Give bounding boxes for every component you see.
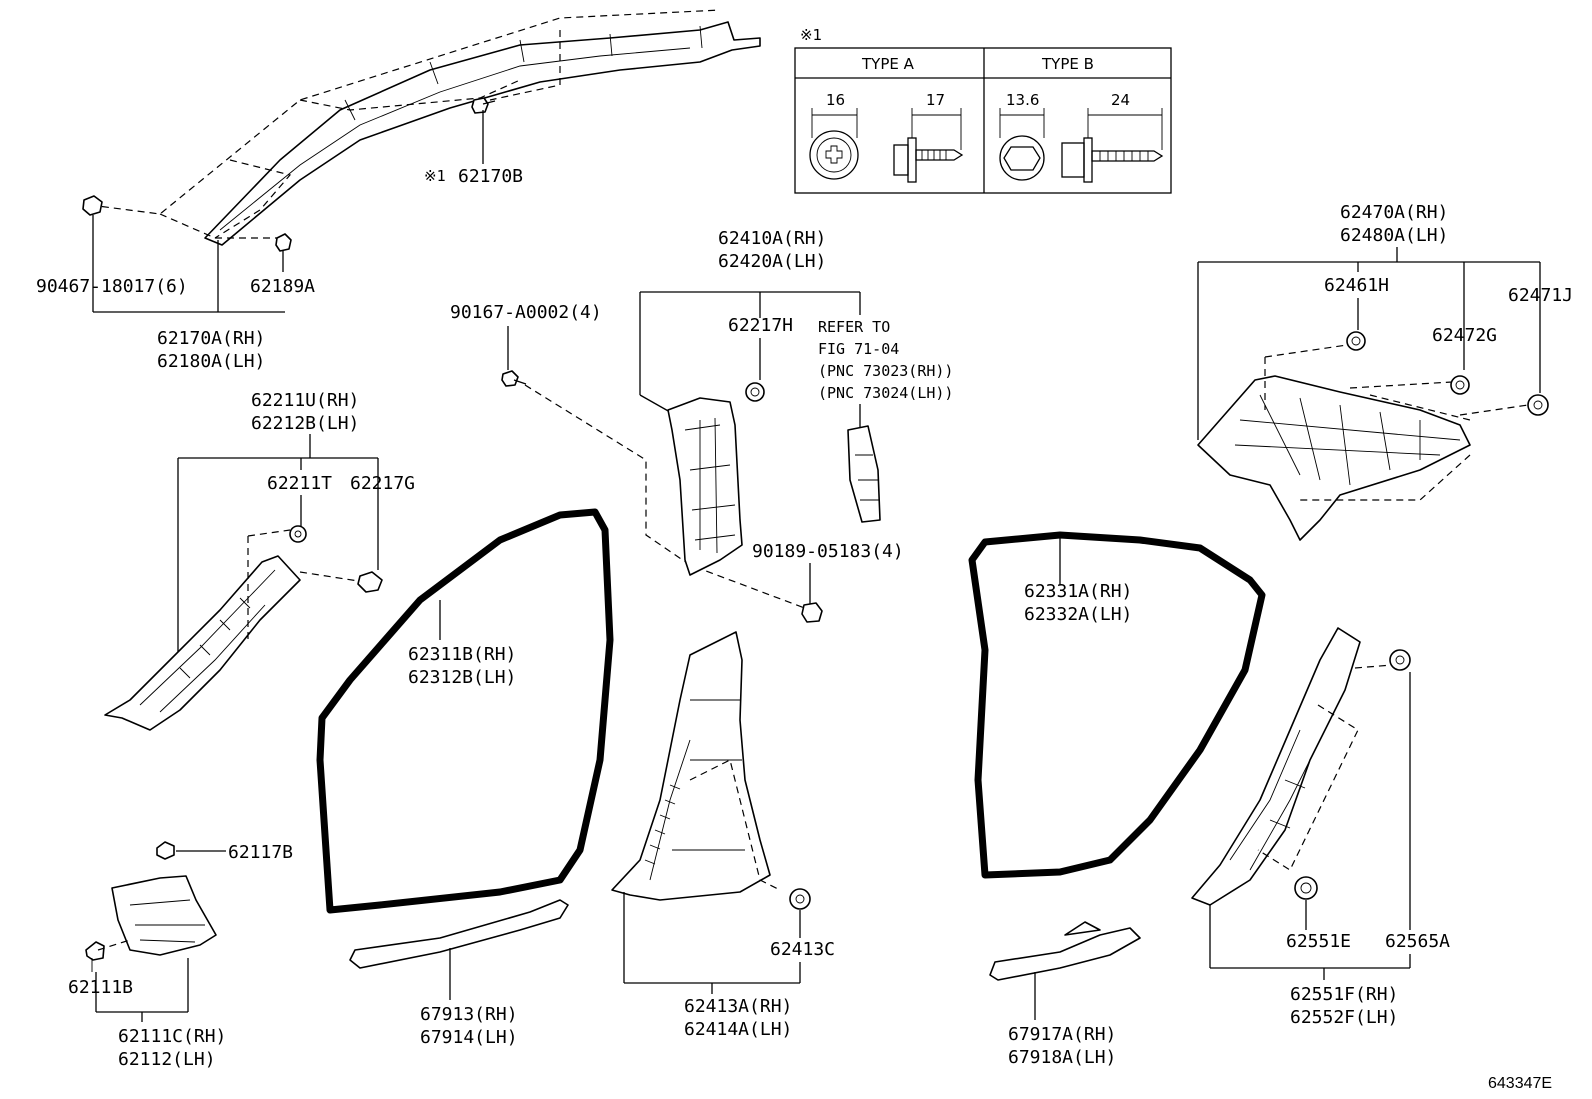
label-62410A-RH: 62410A(RH) [718,228,826,249]
label-62414A-LH: 62414A(LH) [684,1019,792,1040]
label-62217G: 62217G [350,473,415,494]
label-90167-A0002: 90167-A0002(4) [450,302,602,323]
type-a-header: TYPE A [861,55,915,73]
rear-door-scuff-plate [989,921,1141,981]
clip-90467-icon [82,195,103,216]
clip-62461H-icon [1346,331,1366,351]
quarter-pillar-garnish [1191,627,1361,906]
clip-62472G-icon [1450,375,1470,395]
label-62472G: 62472G [1432,325,1497,346]
label-62551F-RH: 62551F(RH) [1290,984,1398,1005]
type-b-bolt-head-icon [999,108,1045,181]
label-62480A-LH: 62480A(LH) [1340,225,1448,246]
label-62311B-RH: 62311B(RH) [408,644,516,665]
clip-62117B-icon [156,841,175,860]
clip-62111B-icon [85,941,105,972]
type-b-head-dimension: 13.6 [1006,91,1039,109]
label-67913-RH: 67913(RH) [420,1004,518,1025]
label-62413C: 62413C [770,939,835,960]
label-62212B-LH: 62212B(LH) [251,413,359,434]
clip-62217G-icon [357,571,383,593]
front-door-weatherstrip [316,508,614,914]
clip-62413C-icon [789,888,811,910]
label-62413A-RH: 62413A(RH) [684,996,792,1017]
seat-belt-adjuster-icon [847,425,881,523]
center-pillar-lower-garnish [611,631,771,901]
label-62565A: 62565A [1385,931,1450,952]
label-62111B: 62111B [68,977,133,998]
type-a-head-dimension: 16 [826,91,845,109]
label-62189A: 62189A [250,276,315,297]
label-62332A-LH: 62332A(LH) [1024,604,1132,625]
label-67917A-RH: 67917A(RH) [1008,1024,1116,1045]
label-62111C-RH: 62111C(RH) [118,1026,226,1047]
clip-62189A-icon [275,233,292,252]
label-67914-LH: 67914(LH) [420,1027,518,1048]
label-62170B-mark: ※1 [424,167,446,185]
refer-to-line2: FIG 71-04 [818,340,899,358]
front-door-scuff-plate [349,899,569,969]
type-a-screw-side-icon [893,108,964,183]
bolt-62170B-icon [471,97,496,114]
table-note-mark: ※1 [800,26,822,44]
label-62470A-RH: 62470A(RH) [1340,202,1448,223]
label-62552F-LH: 62552F(LH) [1290,1007,1398,1028]
label-62211T: 62211T [267,473,332,494]
label-62170A-RH: 62170A(RH) [157,328,265,349]
label-62471J: 62471J [1508,285,1573,306]
rear-door-weatherstrip [968,531,1266,879]
illustration-code: 643347E [1488,1075,1552,1092]
refer-to-line4: (PNC 73024(LH)) [818,384,953,402]
clip-90189-icon [801,602,823,623]
clip-62565A-icon [1389,649,1411,671]
refer-to-line3: (PNC 73023(RH)) [818,362,953,380]
label-90467-18017: 90467-18017(6) [36,276,188,297]
label-62170B: 62170B [458,166,523,187]
refer-to-line1: REFER TO [818,318,890,336]
clip-62217H-icon [745,382,765,402]
type-a-length-dimension: 17 [926,91,945,109]
front-pillar-garnish [104,525,383,731]
clip-62471J-icon [1527,394,1549,416]
type-b-header: TYPE B [1041,55,1094,73]
fastener-type-table: ※1 TYPE A TYPE B 16 17 [794,26,1172,194]
clip-62211T-icon [289,525,307,543]
label-62117B: 62117B [228,842,293,863]
roof-side-inner-garnish [1197,375,1471,541]
type-a-screw-head-icon [809,108,859,180]
type-b-length-dimension: 24 [1111,91,1130,109]
label-62211U-RH: 62211U(RH) [251,390,359,411]
label-67918A-LH: 67918A(LH) [1008,1047,1116,1068]
label-62331A-RH: 62331A(RH) [1024,581,1132,602]
label-62461H: 62461H [1324,275,1389,296]
label-62312B-LH: 62312B(LH) [408,667,516,688]
cowl-side-trim [111,875,217,956]
center-pillar-upper-garnish [667,397,743,576]
curtain-airbag-assembly [82,9,761,252]
label-62217H: 62217H [728,315,793,336]
clip-62551E-icon [1294,876,1318,900]
type-b-bolt-side-icon [1061,108,1164,183]
label-62112-LH: 62112(LH) [118,1049,216,1070]
bolt-90167-icon [501,370,527,387]
label-62551E: 62551E [1286,931,1351,952]
label-62180A-LH: 62180A(LH) [157,351,265,372]
label-62420A-LH: 62420A(LH) [718,251,826,272]
label-90189-05183: 90189-05183(4) [752,541,904,562]
